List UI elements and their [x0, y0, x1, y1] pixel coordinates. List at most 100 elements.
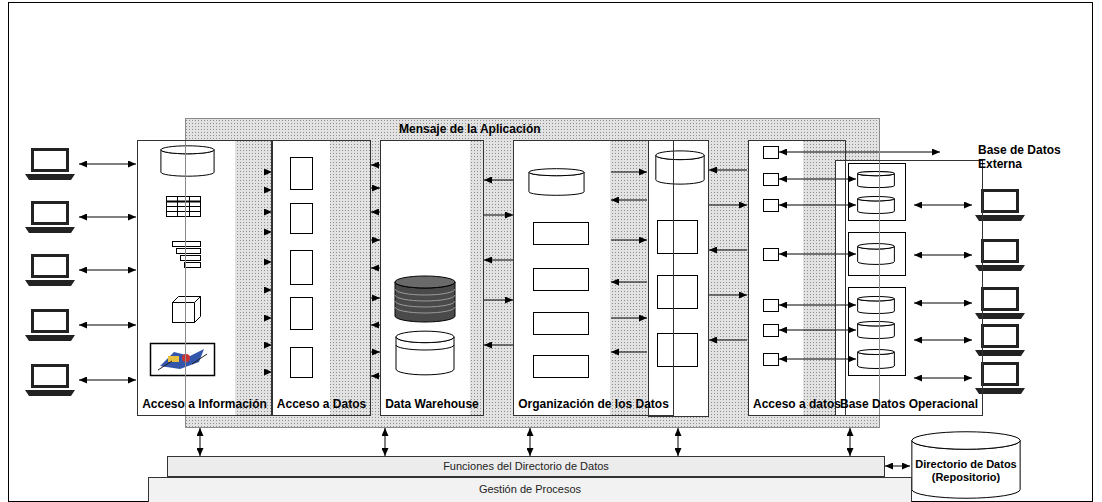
information-icons — [177, 249, 201, 254]
organization-blocks — [534, 223, 589, 245]
column-fill — [835, 160, 912, 416]
information-icons — [195, 297, 201, 323]
staging-blocks — [658, 276, 698, 309]
flow-arrows — [709, 170, 747, 171]
node-label: Data Warehouse — [384, 397, 480, 411]
flow-arrows — [779, 179, 856, 180]
flow-arrow — [371, 240, 380, 241]
operational-databases — [858, 171, 895, 187]
user-terminals — [25, 364, 75, 396]
terminal-arrows — [914, 205, 972, 206]
user-terminals — [25, 254, 75, 286]
terminal-arrows — [79, 217, 136, 218]
staging-blocks — [656, 151, 704, 184]
layer-column: Acceso a Datos — [272, 140, 371, 416]
flow-arrow — [371, 212, 380, 213]
node-label: Acceso a Información — [141, 397, 268, 411]
organization-blocks — [534, 356, 589, 378]
column-fill — [272, 140, 330, 416]
flow-arrow — [484, 180, 513, 181]
application-band-fill — [185, 118, 880, 428]
flow-arrows — [611, 240, 647, 241]
information-icons — [185, 263, 201, 268]
operational-databases — [858, 296, 895, 313]
information-icons — [161, 146, 214, 176]
data-access-blocks — [291, 158, 313, 378]
image-frame — [9, 3, 1093, 502]
information-icons — [167, 206, 201, 207]
warehouse-storage — [396, 345, 454, 350]
information-icons — [181, 256, 201, 261]
flow-arrow — [200, 428, 201, 456]
flow-arrow — [678, 428, 679, 456]
user-terminals — [25, 148, 1025, 396]
access-squares — [764, 200, 779, 212]
information-icons — [167, 197, 201, 217]
information-icons — [173, 303, 195, 323]
node-label: Directorio de Datos (Repositorio) — [914, 458, 1018, 484]
node-label: Mensaje de la Aplicación — [399, 122, 879, 136]
terminal-arrows — [79, 380, 136, 381]
flow-arrow — [371, 298, 380, 299]
flow-arrows — [779, 205, 856, 206]
flow-arrow — [371, 165, 380, 166]
node-label: Acceso a Datos — [276, 397, 367, 411]
information-icons — [173, 242, 201, 247]
information-icons — [167, 201, 201, 203]
flow-arrows — [611, 172, 647, 173]
access-squares — [764, 174, 779, 186]
flow-arrow — [371, 188, 380, 189]
operational-databases — [858, 196, 895, 213]
data-access-blocks — [291, 251, 313, 285]
operational-databases — [858, 321, 895, 338]
flow-arrows — [779, 152, 940, 153]
access-squares — [764, 249, 779, 261]
operational-databases — [849, 164, 906, 221]
flow-arrow — [371, 376, 380, 377]
information-icons — [177, 197, 178, 217]
repository-database: Directorio de Datos (Repositorio) — [910, 430, 1022, 500]
operational-databases — [849, 288, 906, 376]
information-icons — [168, 356, 179, 362]
flow-arrow — [484, 345, 513, 346]
operational-databases — [849, 233, 906, 276]
flow-arrows — [611, 318, 647, 319]
flow-arrows — [611, 282, 647, 283]
flow-arrows — [611, 152, 940, 359]
flow-arrows — [611, 352, 647, 353]
flow-arrow — [530, 428, 531, 456]
access-squares — [764, 147, 779, 366]
flow-arrow — [371, 352, 380, 353]
annotation-label: Base de Datos Externa — [978, 143, 1082, 172]
flow-arrow — [484, 215, 513, 216]
flow-arrow — [371, 268, 380, 269]
image-frame — [9, 3, 1093, 502]
information-icons — [167, 211, 201, 212]
service-band: Funciones del Directorio de Datos — [167, 456, 885, 477]
repository-cylinder — [912, 432, 1020, 499]
information-icons — [189, 197, 190, 217]
service-band: Gestión de Procesos — [148, 477, 912, 502]
column-fill — [137, 140, 235, 416]
information-icons — [160, 349, 204, 369]
node-label: Gestión de Procesos — [149, 483, 911, 496]
flow-arrow — [885, 466, 910, 467]
layer-column: Acceso a Información — [137, 140, 272, 416]
terminal-arrows — [79, 164, 972, 380]
flow-arrow — [484, 260, 513, 261]
information-icons — [182, 354, 190, 362]
organization-blocks — [529, 169, 584, 196]
flow-arrows — [709, 250, 747, 251]
operational-databases — [849, 164, 906, 376]
column-fill — [513, 140, 610, 416]
flow-arrow — [371, 325, 380, 326]
flow-arrows — [611, 200, 647, 201]
repository-cylinder — [912, 432, 1020, 499]
data-access-blocks — [291, 348, 313, 378]
flow-arrows — [779, 359, 856, 360]
terminal-arrows — [914, 378, 972, 379]
warehouse-storage — [395, 289, 455, 313]
